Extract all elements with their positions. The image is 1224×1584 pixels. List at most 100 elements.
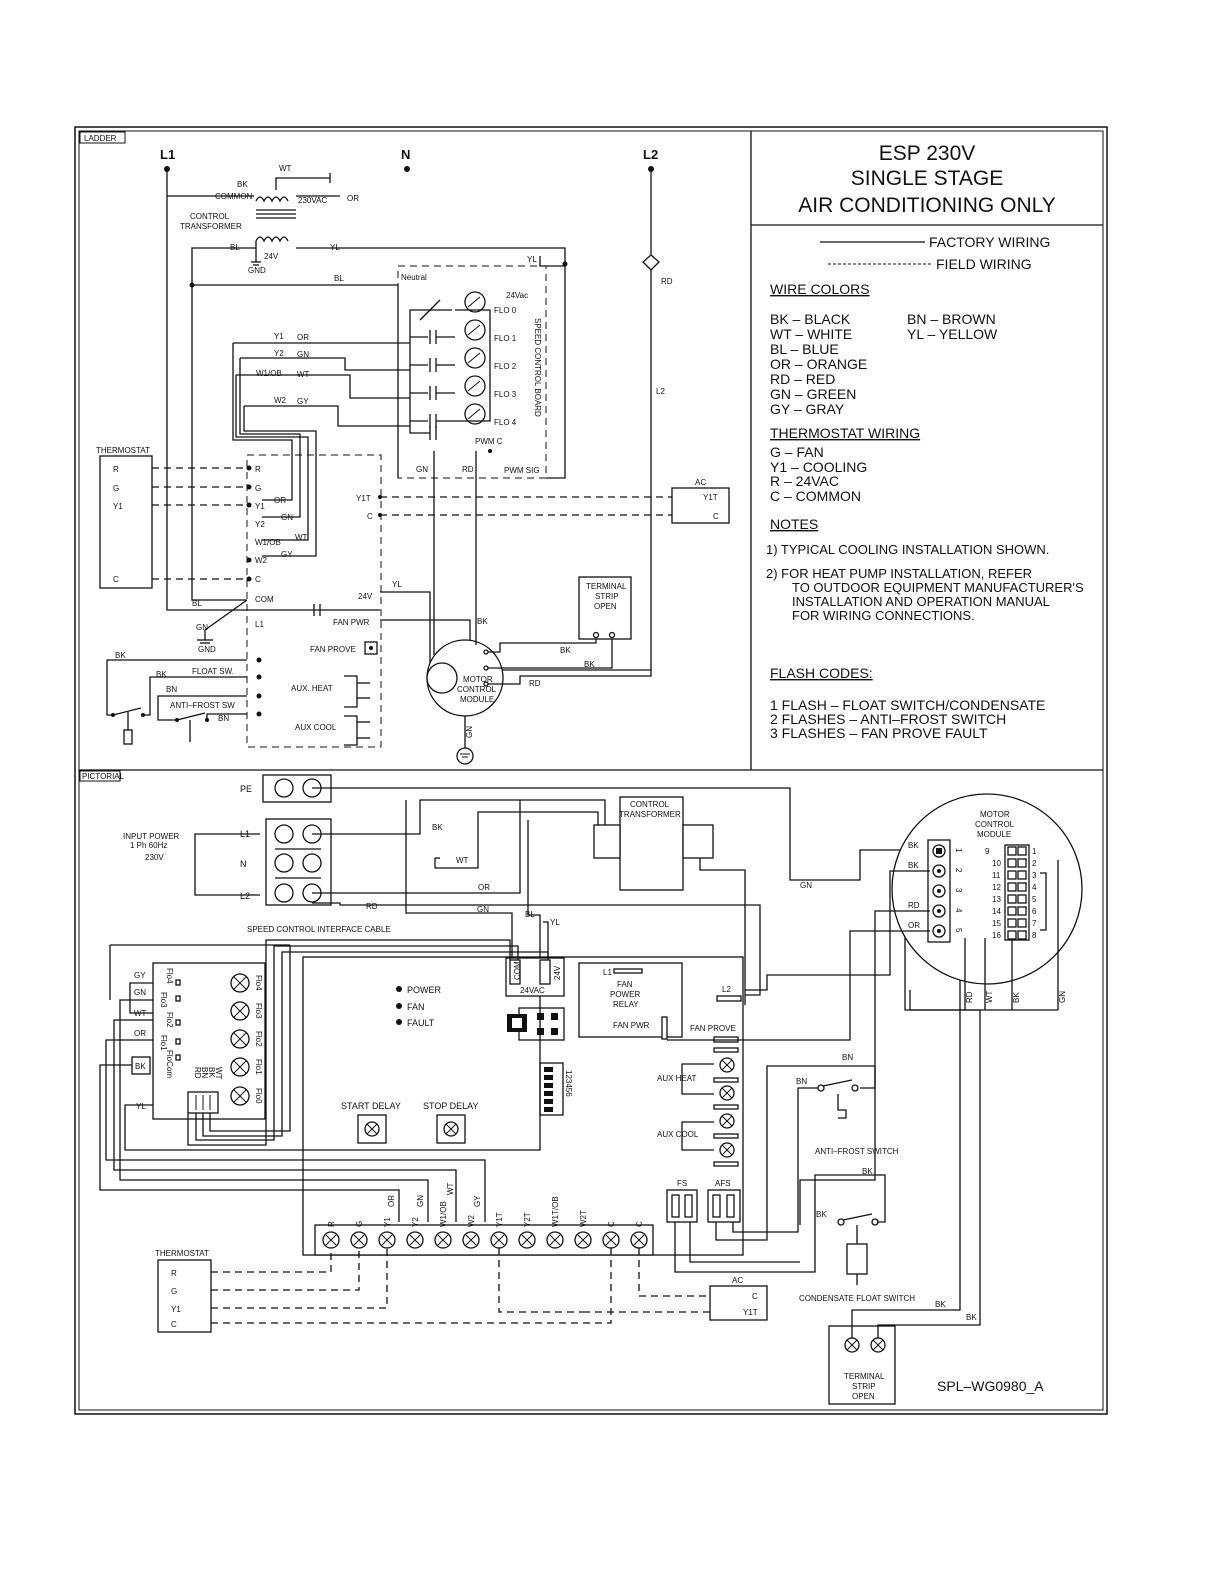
vac24-label: 24VAC [520,986,545,995]
stat-term: R [171,1269,177,1278]
rd-tag: RD [529,679,541,688]
junction [189,282,195,288]
gy-tag: GY [281,550,293,559]
pin-left: 14 [992,907,1001,916]
flo-left: Flo3 [159,992,168,1008]
power-led-label: POWER [407,985,442,995]
flo-right: Flo3 [254,1003,263,1019]
bk-tag: BK [237,180,248,189]
flo-labels-left: Flo4 Flo3 Flo2 Flo1 FloCom [159,968,181,1078]
motor-or-wire [667,930,930,1041]
com-label: COM [513,961,522,980]
fs-label: FS [677,1179,687,1188]
motor-pin-big: 4 [954,908,963,913]
bk-ts-wire-2 [488,637,613,669]
speed-control-cable [109,939,549,1146]
motor-label-2: CONTROL [457,685,497,694]
flo-label: FLO 0 [494,306,517,315]
float-label: CONDENSATE FLOAT SWITCH [799,1294,915,1303]
float-bk-wire [106,659,247,716]
pe-gn-wire [312,787,930,881]
v24-label: 24V [553,965,562,980]
neutral-label: Neutral [401,273,427,282]
term-wire-tag: WT [446,1182,455,1195]
bn-tag: BN [166,685,177,694]
note-2-line: 2) FOR HEAT PUMP INSTALLATION, REFER [766,566,1032,581]
or-wire [312,800,521,894]
ts-label-1: TERMINAL [586,582,627,591]
yl-tag: YL [330,243,340,252]
tap-label: Y1 [274,332,284,341]
board-term: W2 [255,556,268,565]
or-tag: OR [347,194,359,203]
stat-term: R [113,465,119,474]
stat-term: Y1 [113,502,123,511]
gn-tag-2: GN [477,905,489,914]
stat-term: C [113,575,119,584]
motor-signal-connector: 9 10 11 12 13 14 15 16 1 2 3 4 5 6 7 8 [985,844,1047,941]
stat-term: G [113,484,119,493]
flo-label: FLO 2 [494,362,517,371]
bn-wire [157,695,247,721]
bk-ts-wire [488,637,597,653]
l2-fuse [642,169,660,271]
flo-label: FLO 4 [494,418,517,427]
flo-relay-3: FLO 3 [410,375,517,400]
wire-color-item: BN – BROWN [907,311,996,327]
wire-color-item: GY – GRAY [770,401,845,417]
pwmsig-label: PWM SIG [504,466,540,475]
flo-relay-0: FLO 0 [418,291,517,321]
bl-wire [191,247,256,601]
board-l2-label: L2 [722,985,731,994]
ladder-diagram: LADDER L1 N L2 RD L2 WT BK COMMON 230VAC [79,131,730,765]
gn-tag: GN [800,881,812,890]
ladder-ac-box [671,487,730,524]
flo-left: FloCom [165,1050,174,1078]
control-transformer: WT BK COMMON 230VAC OR CONTROL TRANSFORM… [180,164,359,275]
fan-power-relay [578,962,683,1038]
flo-right: Flo0 [254,1088,263,1104]
pin-right: 2 [1032,859,1037,868]
motor-label-2: CONTROL [975,820,1015,829]
c-label: C [367,512,373,521]
bn-tag-2: BN [218,714,229,723]
or-tag: OR [134,1029,146,1038]
board-term: R [255,465,261,474]
tap-label: Y2 [274,349,284,358]
line-n-label: N [401,147,410,162]
or-tag: OR [297,333,309,342]
terminal-label: Y2 [411,1217,420,1227]
term-wire-tag: OR [387,1195,396,1207]
gn-tag: GN [465,726,474,738]
stat-term: G [171,1287,177,1296]
motor-pin-big: 1 [954,848,963,853]
l2-tag: L2 [656,387,665,396]
yl-tag-2: YL [527,255,537,264]
bl-tag: BL [230,243,240,252]
terminal-label: G [355,1221,364,1227]
ac-term: C [713,512,719,521]
ladder-tag-box [79,131,126,144]
v24-label: 24V [264,252,279,261]
bl-xfmr-wire [527,820,541,960]
bk-tag-4: BK [966,1313,977,1322]
ladder-thermostat-label: THERMOSTAT [96,446,150,455]
motor-pin-big: 2 [954,868,963,873]
title-line-3: AIR CONDITIONING ONLY [798,194,1055,217]
transformer-label-1: CONTROL [630,800,670,809]
bn-wire-2 [206,713,247,720]
tap-label: W1/OB [256,369,282,378]
terminal-label: Y2T [523,1212,532,1227]
pic-thermostat [157,1259,212,1333]
transformer-label-2: TRANSFORMER [619,810,681,819]
relay-l1-label: L1 [603,968,612,977]
input-power-2: 1 Ph 60Hz [130,841,167,850]
title-block: ESP 230V SINGLE STAGE AIR CONDITIONING O… [798,142,1055,217]
bl-tag-2: BL [334,274,344,283]
bottom-wire-tag: WT [985,990,994,1003]
relay-label-2: POWER [610,990,640,999]
pwmc-node [488,449,492,453]
v24b-label: 24V [358,592,373,601]
wire-color-item: OR – ORANGE [770,356,867,372]
field-c [211,1248,612,1324]
